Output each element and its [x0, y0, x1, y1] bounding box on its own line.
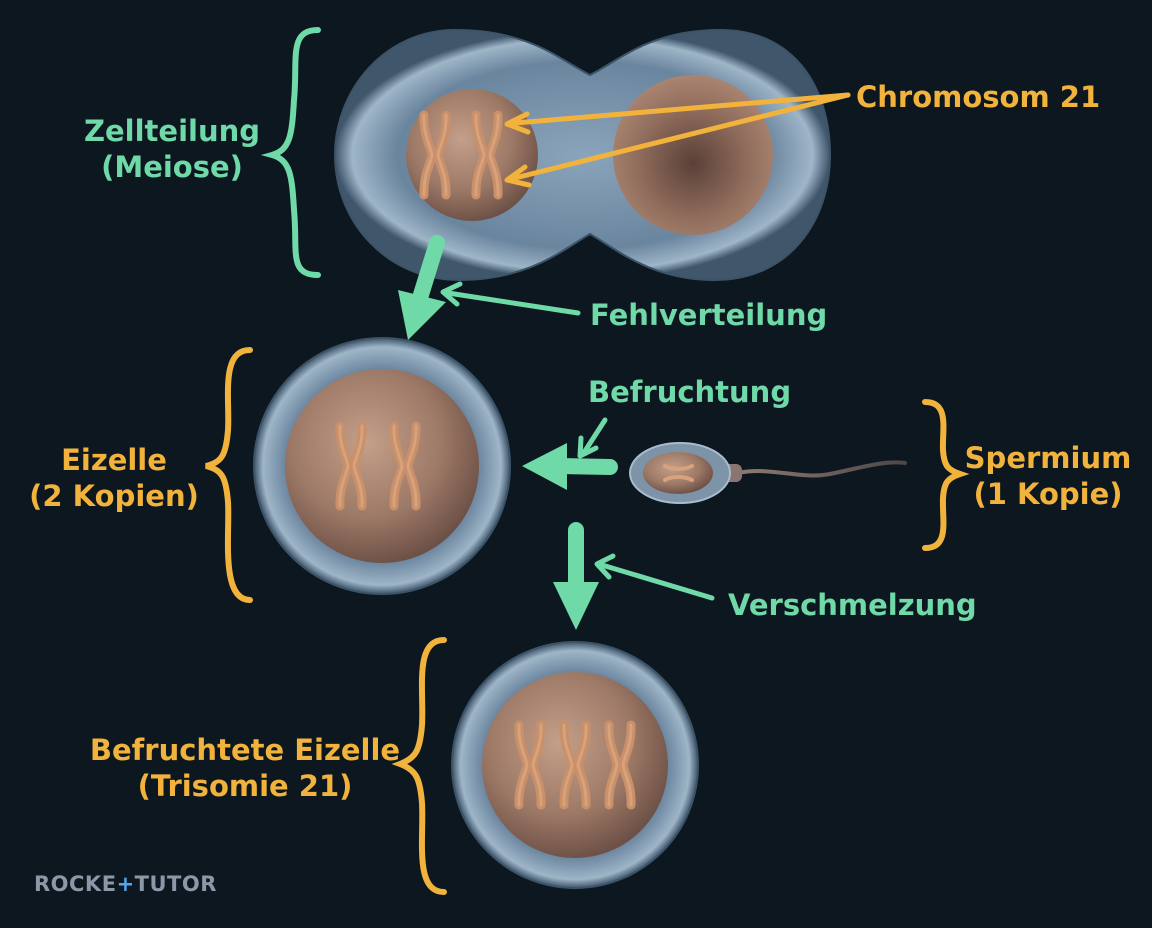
fertilization-label: Befruchtung — [588, 375, 792, 409]
egg-label-line2: (2 Kopien) — [29, 479, 199, 514]
brand-logo: ROCKE+TUTOR — [34, 872, 217, 896]
zygote-label: Befruchtete Eizelle (Trisomie 21) — [80, 732, 410, 805]
division-label-line2: (Meiose) — [101, 150, 243, 185]
zygote-label-line1: Befruchtete Eizelle — [89, 733, 401, 767]
dividing-cell — [333, 28, 832, 282]
missegregation-label: Fehlverteilung — [590, 298, 828, 332]
chromosome-pointer-arrows — [504, 92, 851, 188]
sperm-nucleus — [643, 452, 713, 494]
annotation-pointer-arrows — [440, 281, 715, 601]
zygote-brace — [391, 637, 447, 895]
fusion-label: Verschmelzung — [728, 588, 977, 622]
sperm-label-line2: (1 Kopie) — [973, 477, 1123, 512]
sperm-label-line1: Spermium — [964, 441, 1132, 475]
chromosome-21 — [663, 464, 694, 482]
process-arrow-sperm-to-egg — [522, 443, 618, 490]
dividing-cell-right-nucleus — [613, 75, 773, 235]
zygote-cell — [451, 641, 699, 889]
egg-cell-nucleus — [285, 369, 479, 563]
chromosome-label: Chromosom 21 — [856, 80, 1101, 114]
dividing-cell-left-nucleus — [406, 89, 538, 221]
division-brace — [260, 27, 321, 278]
egg-cell — [253, 337, 511, 595]
sperm-brace — [922, 399, 970, 551]
sperm-label: Spermium (1 Kopie) — [962, 440, 1134, 513]
division-label: Zellteilung (Meiose) — [72, 113, 272, 186]
sperm-cell — [629, 442, 907, 504]
process-arrow-division-to-egg — [398, 235, 446, 340]
process-arrow-egg-to-zygote — [553, 522, 599, 630]
brand-logo-plus: + — [116, 872, 135, 896]
brand-logo-part2: TUTOR — [134, 872, 217, 896]
egg-label: Eizelle (2 Kopien) — [16, 442, 212, 515]
egg-brace — [205, 347, 253, 603]
division-label-line1: Zellteilung — [83, 114, 261, 148]
brand-logo-part1: ROCKE — [34, 872, 117, 896]
sperm-tail — [736, 460, 907, 478]
zygote-label-line2: (Trisomie 21) — [137, 769, 353, 804]
egg-label-line1: Eizelle — [61, 443, 167, 477]
